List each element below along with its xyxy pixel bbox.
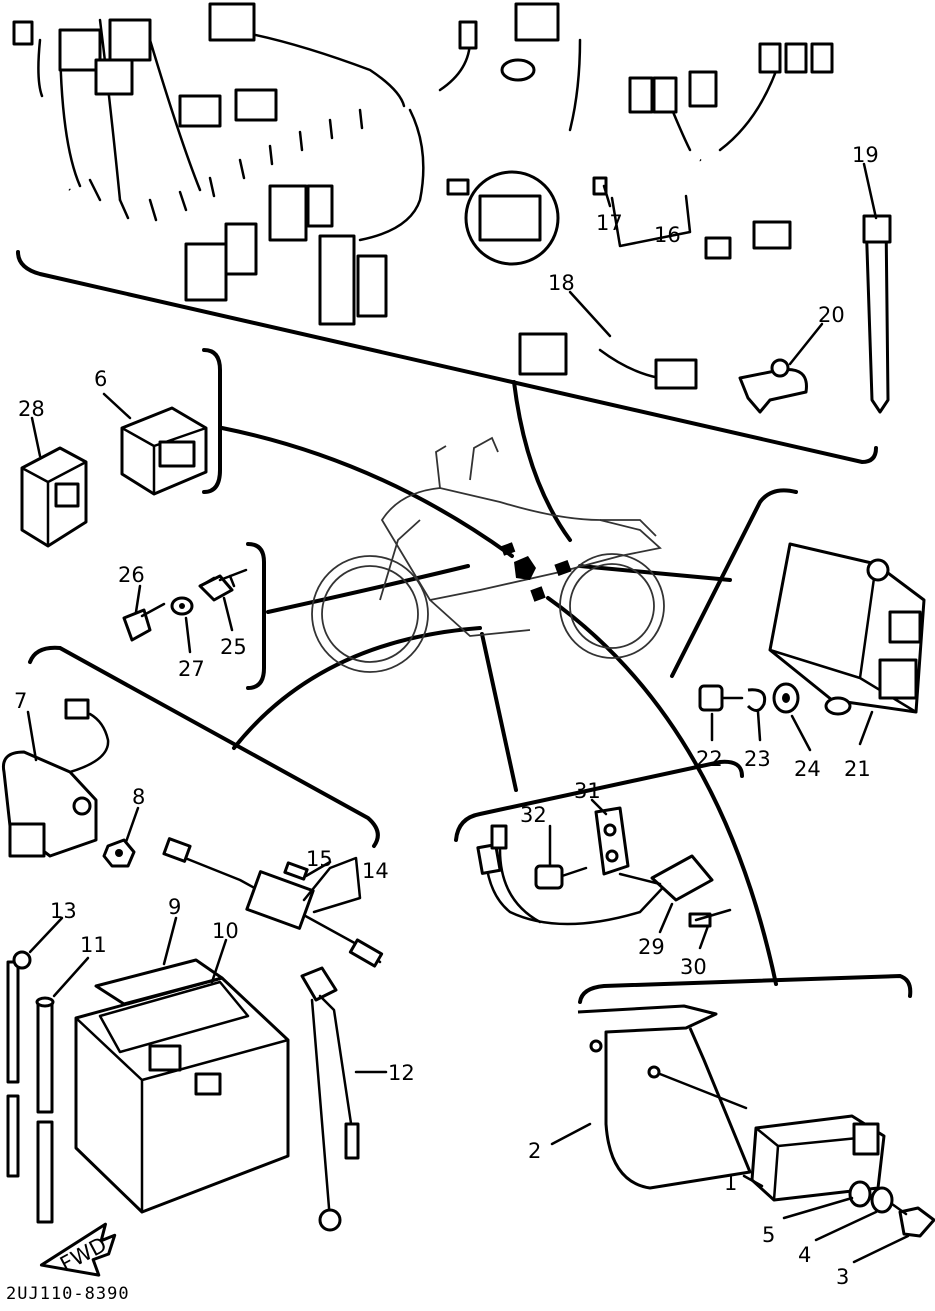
motorcycle-outline [311,436,665,673]
callout-12: 12 [388,1061,415,1085]
group-bracket-regulator [578,973,913,1004]
battery-9 [74,958,290,1214]
relay-28 [20,446,88,548]
callout-5: 5 [762,1223,775,1247]
nut-8 [102,838,136,868]
leader-16 [610,194,692,248]
washer-27 [170,596,194,616]
callout-19: 19 [852,143,879,167]
callout-17: 17 [596,211,623,235]
washer-5 [848,1180,872,1208]
washer-24 [772,682,800,714]
bracket-2 [577,1004,752,1190]
relay-6 [120,406,208,496]
leader-lines [220,380,778,986]
callout-21: 21 [844,757,871,781]
leader-14 [302,856,362,914]
switch-25 [198,568,248,602]
lockwasher-23 [746,688,767,712]
callout-14: 14 [362,859,389,883]
leader-17 [602,184,612,208]
callout-7: 7 [14,689,27,713]
callout-8: 8 [132,785,145,809]
callout-31: 31 [574,779,601,803]
sub-harness-18 [518,220,792,390]
callout-6: 6 [94,367,107,391]
callout-29: 29 [638,935,665,959]
location-markers [500,542,572,602]
callout-4: 4 [798,1243,811,1267]
callout-13: 13 [50,899,77,923]
group-bracket-switch [454,759,744,842]
group-bracket-sensor [246,542,266,690]
callout-30: 30 [680,955,707,979]
callout-20: 20 [818,303,845,327]
callout-15: 15 [306,847,333,871]
group-bracket-relays [202,348,222,494]
starter-relay-7 [1,698,110,858]
callout-1: 1 [724,1171,737,1195]
tube-11 [35,996,55,1224]
switch-assembly [476,806,732,928]
callout-24: 24 [794,757,821,781]
cable-tie-19 [862,214,892,414]
screw-26 [122,602,166,642]
callout-9: 9 [168,895,181,919]
cable-14 [162,837,384,968]
callout-2: 2 [528,1139,541,1163]
clamp-20 [738,358,808,414]
callout-26: 26 [118,563,145,587]
terminal-rod-13 [6,950,32,1178]
callout-11: 11 [80,933,107,957]
fwd-arrow: FWD [39,1222,117,1277]
diagram-code: 2UJ110-8390 [6,1284,130,1304]
washer-4 [870,1186,894,1214]
bolt-3 [890,1202,935,1238]
callout-10: 10 [212,919,239,943]
group-bracket-starter [28,645,380,848]
callout-22: 22 [696,747,723,771]
callout-3: 3 [836,1265,849,1289]
callout-23: 23 [744,747,771,771]
callout-32: 32 [520,803,547,827]
group-bracket-harness [16,250,878,465]
wire-harness [12,2,834,326]
callout-16: 16 [654,223,681,247]
bolt-22 [698,684,744,712]
callout-27: 27 [178,657,205,681]
callout-leaders [26,162,910,1264]
lead-wire-12 [300,966,360,1232]
callout-28: 28 [18,397,45,421]
ecu-21 [768,542,926,716]
callout-25: 25 [220,635,247,659]
group-bracket-ecu [670,488,798,678]
callout-18: 18 [548,271,575,295]
